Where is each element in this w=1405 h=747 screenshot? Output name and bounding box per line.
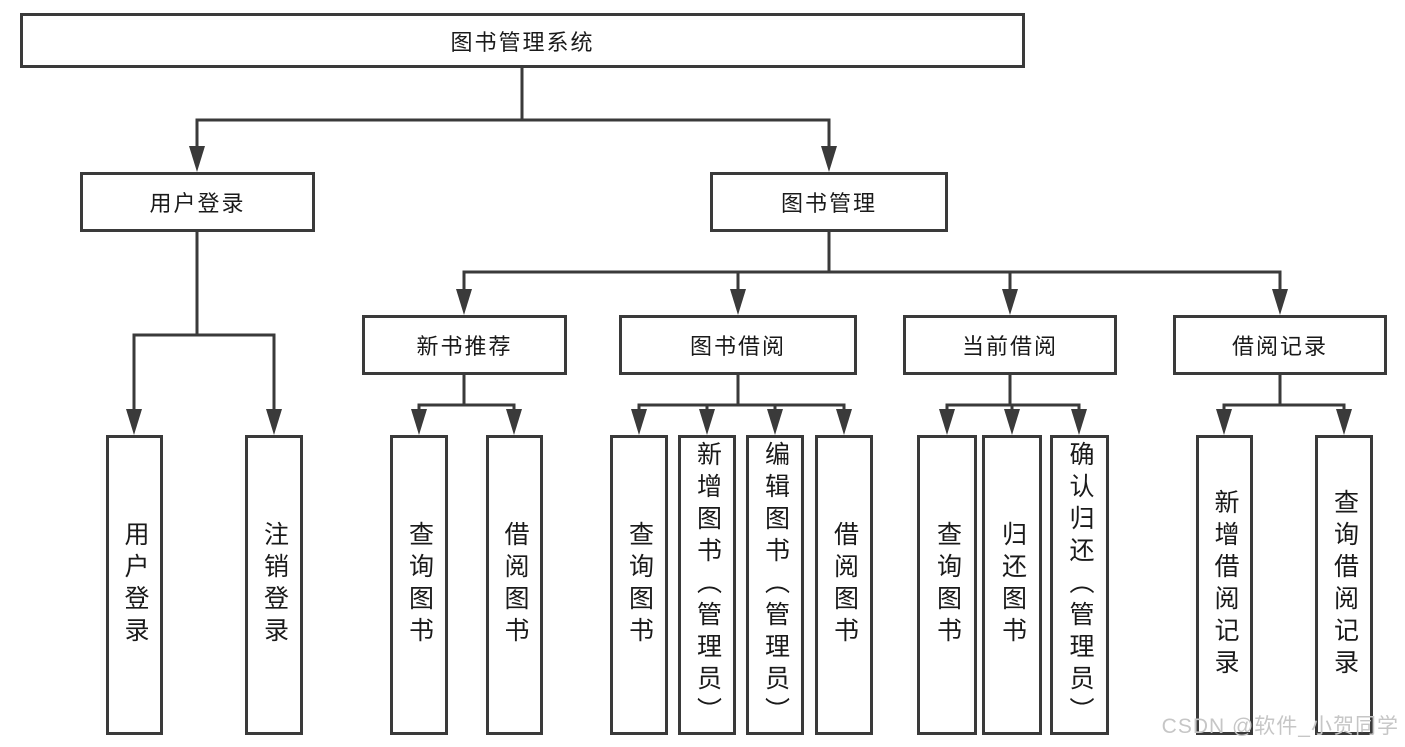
node-book-borrow: 图书借阅 — [619, 315, 857, 375]
node-label: 新书推荐 — [416, 334, 513, 359]
leaf-borrow-query-books: 查询图书 — [610, 435, 668, 735]
connector-current-borrow-children — [939, 373, 1087, 435]
node-label: 查询图书 — [625, 521, 654, 649]
node-label: 借阅记录 — [1231, 334, 1328, 359]
node-root: 图书管理系统 — [20, 13, 1025, 68]
connector-new-book-rec-children — [411, 373, 522, 435]
connector-user-login-children — [126, 230, 282, 435]
node-label: 图书管理系统 — [450, 29, 595, 55]
leaf-new-book-query: 查询图书 — [390, 435, 448, 735]
node-label: 查询借阅记录 — [1330, 489, 1359, 681]
node-label: 用户登录 — [149, 191, 246, 216]
connector-root-to-level2 — [189, 66, 837, 172]
node-label: 新增借阅记录 — [1211, 489, 1239, 681]
node-label: 归还图书 — [998, 521, 1027, 649]
node-label: 图书管理 — [780, 191, 877, 216]
node-label: 新增图书（管理员） — [693, 441, 722, 729]
node-label: 用户登录 — [121, 521, 149, 649]
connector-book-mgmt-children — [456, 230, 1288, 315]
csdn-watermark: CSDN @软件_小贺同学 — [1161, 715, 1399, 738]
leaf-records-add: 新增借阅记录 — [1196, 435, 1253, 735]
node-new-book-rec: 新书推荐 — [362, 315, 567, 375]
node-label: 当前借阅 — [961, 334, 1058, 359]
leaf-current-return-books: 归还图书 — [982, 435, 1042, 735]
connector-book-borrow-children — [631, 373, 852, 435]
node-label: 查询图书 — [405, 521, 434, 649]
node-book-mgmt: 图书管理 — [710, 172, 948, 232]
leaf-current-query-books: 查询图书 — [917, 435, 977, 735]
node-borrow-records: 借阅记录 — [1173, 315, 1387, 375]
leaf-borrow-edit-books-admin: 编辑图书（管理员） — [746, 435, 804, 735]
leaf-borrow-borrow-books: 借阅图书 — [815, 435, 873, 735]
leaf-user-login: 用户登录 — [106, 435, 163, 735]
leaf-logout: 注销登录 — [245, 435, 303, 735]
node-label: 图书借阅 — [689, 334, 786, 359]
connector-borrow-records-children — [1216, 373, 1352, 435]
node-label: 注销登录 — [260, 521, 289, 649]
node-label: 编辑图书（管理员） — [761, 441, 790, 729]
node-label: 借阅图书 — [830, 521, 859, 649]
node-label: 确认归还（管理员） — [1066, 441, 1094, 729]
node-label: 借阅图书 — [501, 521, 529, 649]
leaf-borrow-add-books-admin: 新增图书（管理员） — [678, 435, 736, 735]
leaf-records-query: 查询借阅记录 — [1315, 435, 1373, 735]
leaf-current-confirm-return-admin: 确认归还（管理员） — [1050, 435, 1109, 735]
leaf-new-book-borrow: 借阅图书 — [486, 435, 543, 735]
node-label: 查询图书 — [933, 521, 962, 649]
node-current-borrow: 当前借阅 — [903, 315, 1117, 375]
node-user-login: 用户登录 — [80, 172, 315, 232]
